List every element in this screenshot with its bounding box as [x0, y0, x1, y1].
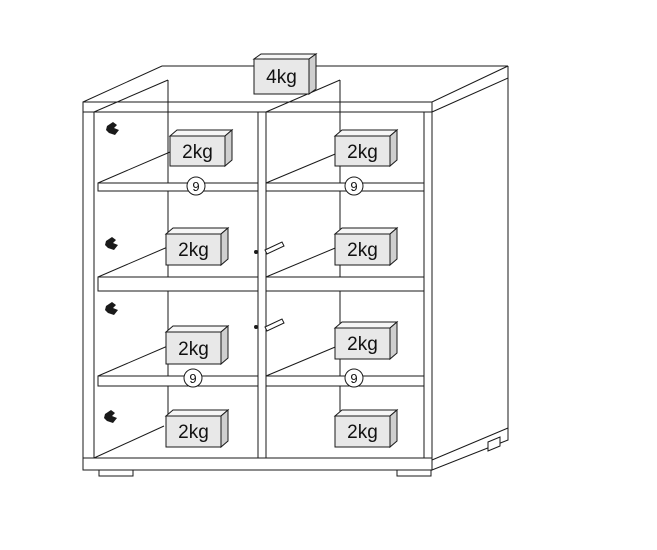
weight-box-right-3: 2kg	[333, 320, 399, 361]
part-callouts: 9 9 9 9	[183, 176, 364, 388]
cabinet-top-front-edge	[82, 101, 433, 113]
weight-label-left-4: 2kg	[178, 422, 209, 443]
weight-box-top: 4kg	[252, 53, 318, 95]
foot-left	[98, 469, 134, 477]
weight-box-left-3: 2kg	[164, 324, 230, 366]
weight-box-right-4: 2kg	[333, 408, 399, 449]
weight-box-left-2: 2kg	[164, 226, 230, 267]
hinge-4	[104, 410, 117, 423]
cabinet-bottom-panel	[82, 457, 433, 471]
callout-left-lower: 9	[183, 368, 203, 388]
weight-label-left-1: 2kg	[182, 142, 213, 163]
weight-label-top: 4kg	[266, 67, 297, 88]
weight-label-right-2: 2kg	[347, 240, 378, 261]
center-divider	[257, 111, 267, 459]
weight-box-right-2: 2kg	[333, 226, 399, 267]
cabinet-right-side	[431, 77, 509, 471]
callout-label: 9	[192, 179, 199, 194]
divider-brackets	[254, 241, 285, 332]
bracket-lower	[264, 318, 285, 332]
weight-box-right-1: 2kg	[333, 128, 399, 168]
callout-left-upper: 9	[186, 176, 206, 196]
hinges	[104, 122, 119, 423]
hinge-3	[105, 302, 118, 315]
weight-label-right-4: 2kg	[347, 422, 378, 443]
callout-right-lower: 9	[344, 368, 364, 388]
weight-label-left-2: 2kg	[178, 240, 209, 261]
callout-label: 9	[350, 179, 357, 194]
hinge-1	[106, 122, 119, 135]
shelves-left	[97, 151, 259, 387]
weight-label-right-1: 2kg	[347, 142, 378, 163]
weight-label-left-3: 2kg	[178, 339, 209, 360]
callout-label: 9	[350, 371, 357, 386]
weight-boxes: 4kg 2kg 2kg 2kg 2kg	[164, 53, 399, 449]
bracket-upper	[264, 241, 285, 255]
weight-label-right-3: 2kg	[347, 334, 378, 355]
weight-box-left-4: 2kg	[164, 408, 230, 449]
foot-right	[396, 469, 432, 477]
cabinet-frame	[82, 65, 509, 477]
hinge-2	[105, 237, 118, 250]
foot-back	[487, 436, 501, 452]
callout-label: 9	[189, 371, 196, 386]
weight-box-left-1: 2kg	[168, 128, 234, 168]
callout-right-upper: 9	[344, 176, 364, 196]
